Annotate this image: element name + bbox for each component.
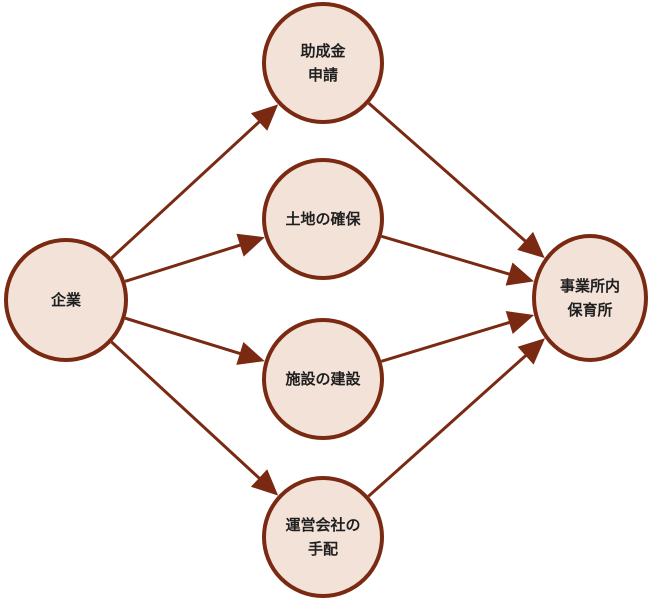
node-unei-label-1: 運営会社の xyxy=(285,516,361,534)
node-jigyosho-hoikusho: 事業所内 保育所 xyxy=(532,234,648,362)
node-unei-label-2: 手配 xyxy=(307,540,338,558)
arrow-head-kigyo-to-josei xyxy=(250,104,279,131)
node-kigyo-label: 企業 xyxy=(50,291,81,309)
arrow-head-kigyo-to-shisetsu xyxy=(236,342,265,365)
node-hoiku-label-1: 事業所内 xyxy=(559,277,620,295)
arrow-line-kigyo-to-josei xyxy=(110,119,262,260)
arrow-line-josei-to-hoiku xyxy=(367,102,528,244)
node-josei-shinsei: 助成金 申請 xyxy=(262,2,384,124)
arrow-line-unei-to-hoiku xyxy=(367,353,529,498)
arrow-head-kigyo-to-tochi xyxy=(236,233,265,257)
node-josei-label-1: 助成金 xyxy=(300,42,346,60)
node-josei-label-2: 申請 xyxy=(307,66,338,84)
node-tochi-kakuho: 土地の確保 xyxy=(262,158,384,280)
arrow-head-josei-to-hoiku xyxy=(517,231,545,259)
node-unei-tehai: 運営会社の 手配 xyxy=(262,476,384,598)
arrow-line-kigyo-to-shisetsu xyxy=(124,316,243,356)
arrow-head-shisetsu-to-hoiku xyxy=(505,311,535,334)
arrow-line-kigyo-to-tochi xyxy=(124,243,243,283)
arrow-head-kigyo-to-unei xyxy=(250,469,279,496)
arrow-line-tochi-to-hoiku xyxy=(381,234,512,277)
node-tochi-label: 土地の確保 xyxy=(285,210,361,228)
node-kigyo: 企業 xyxy=(4,238,128,362)
arrow-head-unei-to-hoiku xyxy=(517,338,545,365)
arrow-line-shisetsu-to-hoiku xyxy=(380,320,512,363)
node-shisetsu-kensetsu: 施設の建設 xyxy=(262,318,384,440)
arrow-line-kigyo-to-unei xyxy=(110,340,262,481)
node-hoiku-label-2: 保育所 xyxy=(567,301,613,319)
arrow-head-tochi-to-hoiku xyxy=(505,262,534,286)
node-shisetsu-label: 施設の建設 xyxy=(285,370,361,388)
